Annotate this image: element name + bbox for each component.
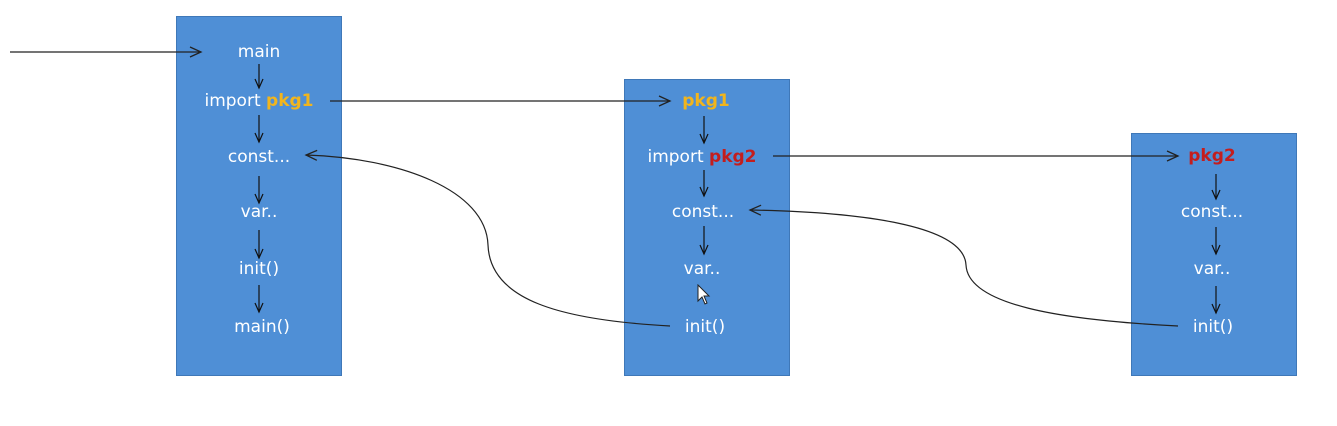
main-call-label: main() — [234, 317, 290, 337]
main-init-label: init() — [238, 259, 280, 279]
pkg1-title: pkg1 — [682, 91, 730, 111]
return-curve-pkg2-to-pkg1 — [748, 204, 1179, 327]
import-keyword: import — [204, 91, 267, 111]
import-pkg1-name: pkg1 — [266, 91, 314, 111]
import-pkg2-name: pkg2 — [709, 147, 757, 167]
pkg2-title: pkg2 — [1188, 146, 1236, 166]
import-keyword: import — [647, 147, 710, 167]
main-var-label: var.. — [240, 202, 278, 222]
main-const-label: const... — [227, 147, 291, 167]
pkg2-const-label: const... — [1180, 202, 1244, 222]
main-import-label: import pkg1 — [204, 91, 313, 111]
pkg1-box — [624, 79, 790, 376]
return-curve-pkg1-to-main — [304, 149, 671, 327]
pkg2-init-label: init() — [1192, 317, 1234, 337]
main-entry-label: main — [237, 42, 281, 62]
pkg1-const-label: const... — [671, 202, 735, 222]
pkg1-var-label: var.. — [683, 259, 721, 279]
pkg1-import-label: import pkg2 — [647, 147, 756, 167]
pkg2-var-label: var.. — [1193, 259, 1231, 279]
pkg1-init-label: init() — [684, 317, 726, 337]
mouse-cursor-icon — [697, 284, 711, 305]
